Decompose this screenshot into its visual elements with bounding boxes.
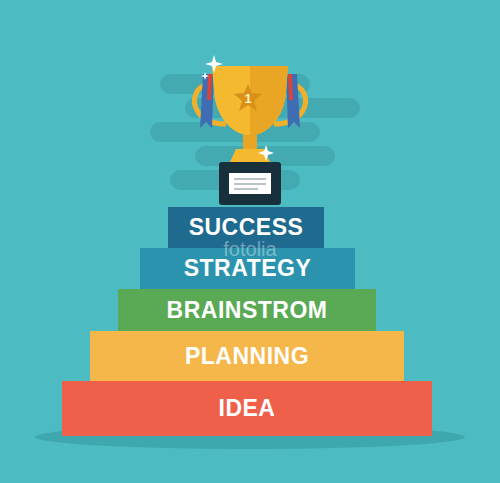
step-band: IDEA xyxy=(62,381,432,436)
step-label: PLANNING xyxy=(185,345,309,368)
step-label: SUCCESS xyxy=(189,216,304,239)
rank-number: 1 xyxy=(244,92,251,105)
watermark: fotolia xyxy=(223,239,276,259)
step-label: STRATEGY xyxy=(184,257,312,280)
step-label: BRAINSTROM xyxy=(167,299,328,322)
sparkles xyxy=(201,55,274,161)
step-label: IDEA xyxy=(219,397,276,420)
step-band: PLANNING xyxy=(90,331,404,381)
trophy-cup xyxy=(194,66,305,205)
step-band: BRAINSTROM xyxy=(118,289,376,331)
